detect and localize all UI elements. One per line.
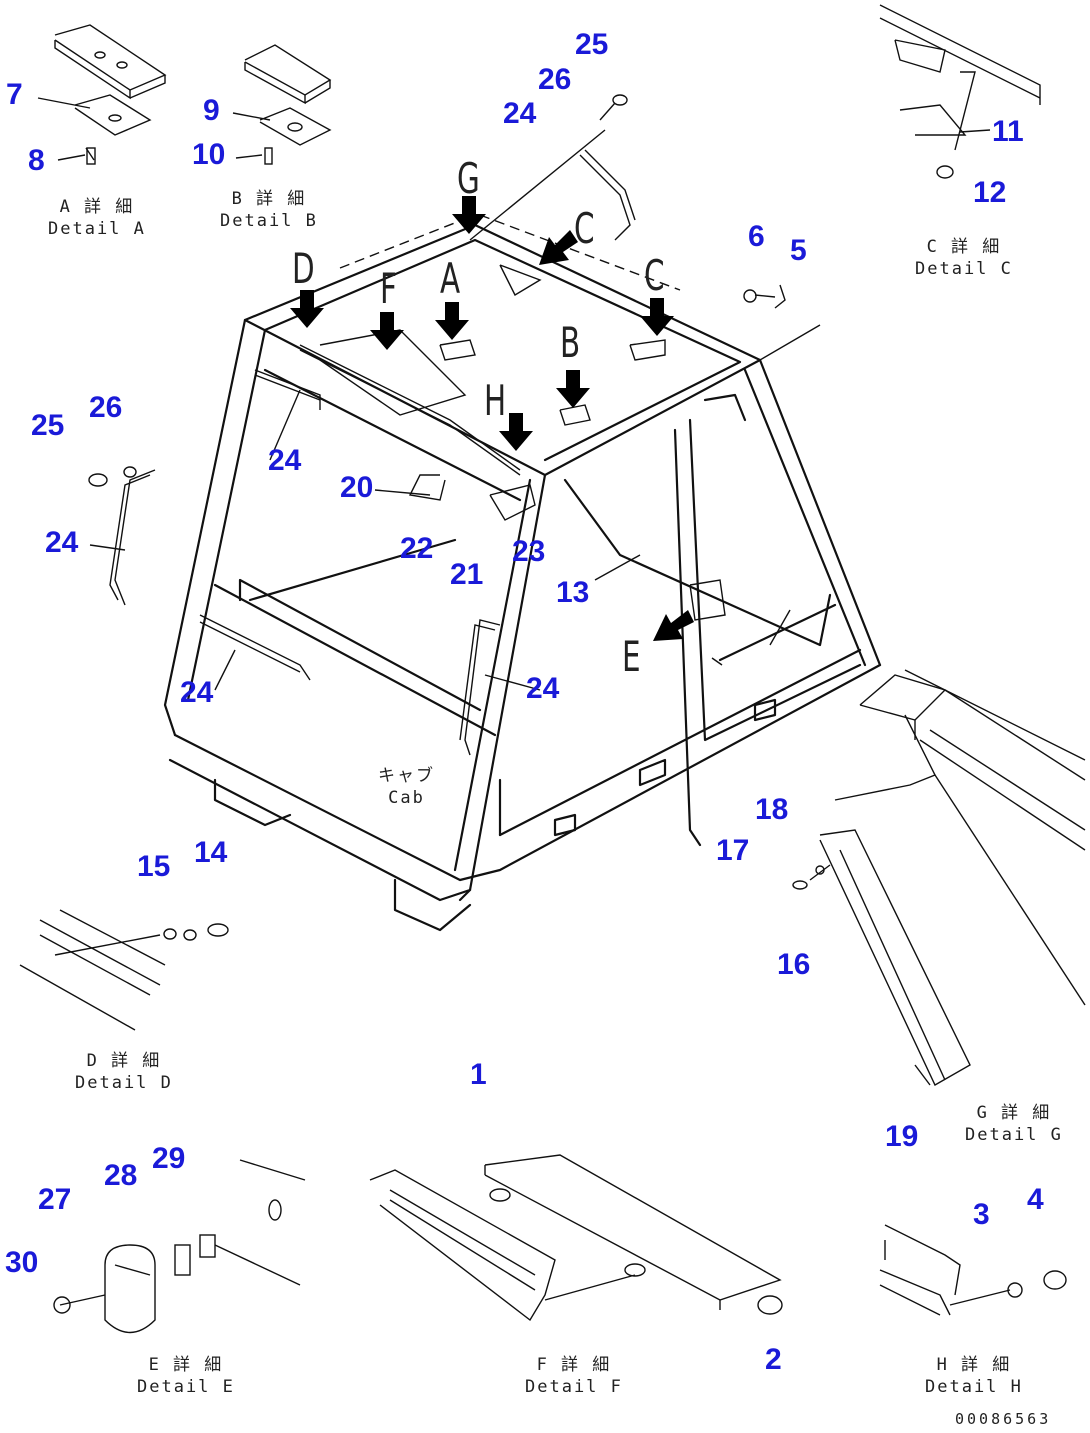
part-number-26-left: 26 bbox=[89, 391, 123, 424]
document-number: 00086563 bbox=[955, 1410, 1052, 1428]
arrow-down-icon bbox=[452, 196, 486, 234]
cab-frame bbox=[163, 214, 882, 932]
view-letter-c-roof: C bbox=[574, 204, 595, 253]
detail-e-drawing bbox=[53, 1159, 306, 1334]
part-number-24-front: 24 bbox=[526, 672, 560, 705]
view-arrows bbox=[290, 196, 694, 641]
part-number-1: 1 bbox=[470, 1058, 487, 1091]
part-number-26-top: 26 bbox=[538, 63, 572, 96]
part-number-8: 8 bbox=[28, 144, 45, 177]
part-number-3: 3 bbox=[973, 1198, 990, 1231]
view-letter-a: A bbox=[440, 254, 461, 303]
part-number-11: 11 bbox=[992, 115, 1024, 148]
detail-f-drawing bbox=[369, 1154, 783, 1322]
parts-5-6-drawing bbox=[743, 284, 786, 309]
detail-g-drawing bbox=[792, 669, 1086, 1086]
part-number-6: 6 bbox=[748, 220, 765, 253]
part-number-30: 30 bbox=[5, 1246, 39, 1279]
part-number-2: 2 bbox=[765, 1343, 782, 1376]
arrow-down-icon bbox=[499, 413, 533, 451]
view-letter-h: H bbox=[484, 376, 507, 425]
part-number-20: 20 bbox=[340, 471, 374, 504]
part-number-24-left: 24 bbox=[45, 526, 79, 559]
arrow-down-icon bbox=[290, 290, 324, 328]
arrow-down-icon bbox=[640, 298, 674, 336]
detail-c-drawing bbox=[879, 4, 1041, 179]
part-number-19: 19 bbox=[885, 1120, 919, 1153]
handrails bbox=[109, 149, 636, 756]
detail-b-drawing bbox=[244, 44, 332, 165]
arrow-down-icon bbox=[435, 302, 469, 340]
arrow-down-icon bbox=[370, 312, 404, 350]
detail-a-drawing bbox=[54, 24, 167, 165]
part-number-15: 15 bbox=[137, 850, 171, 883]
part-number-14: 14 bbox=[194, 836, 228, 869]
part-number-16: 16 bbox=[777, 948, 811, 981]
view-letter-g: G bbox=[457, 154, 480, 203]
part-number-29: 29 bbox=[152, 1142, 186, 1175]
part-number-27: 27 bbox=[38, 1183, 72, 1216]
part-number-17: 17 bbox=[716, 834, 750, 867]
part-number-25-left: 25 bbox=[31, 409, 65, 442]
part-number-10: 10 bbox=[192, 138, 226, 171]
part-number-5: 5 bbox=[790, 234, 807, 267]
view-letter-e: E bbox=[622, 632, 641, 681]
part-number-9: 9 bbox=[203, 94, 220, 127]
screws bbox=[88, 94, 628, 487]
part-number-24-lower-left: 24 bbox=[180, 676, 214, 709]
part-number-7: 7 bbox=[6, 78, 23, 111]
part-number-24-roof: 24 bbox=[503, 97, 537, 130]
part-number-28: 28 bbox=[104, 1159, 138, 1192]
part-number-23: 23 bbox=[512, 535, 546, 568]
arrow-diagonal-icon bbox=[539, 230, 578, 265]
view-letter-c-rear: C bbox=[644, 251, 665, 300]
part-number-18: 18 bbox=[755, 793, 789, 826]
arrow-diagonal-icon bbox=[653, 610, 694, 641]
arrow-down-icon bbox=[556, 370, 590, 408]
part-number-25-top: 25 bbox=[575, 28, 609, 61]
detail-h-drawing bbox=[879, 1224, 1067, 1316]
part-number-12: 12 bbox=[973, 176, 1007, 209]
part-number-21: 21 bbox=[450, 558, 484, 591]
part-number-22: 22 bbox=[400, 532, 434, 565]
part-number-4: 4 bbox=[1027, 1183, 1044, 1216]
part-number-13: 13 bbox=[556, 576, 590, 609]
view-letter-f: F bbox=[380, 264, 397, 313]
leader-lines bbox=[37, 97, 991, 691]
part-number-24-upper-left: 24 bbox=[268, 444, 302, 477]
detail-d-drawing bbox=[19, 909, 229, 1031]
view-letter-d: D bbox=[292, 244, 315, 293]
view-letter-b: B bbox=[560, 318, 581, 367]
